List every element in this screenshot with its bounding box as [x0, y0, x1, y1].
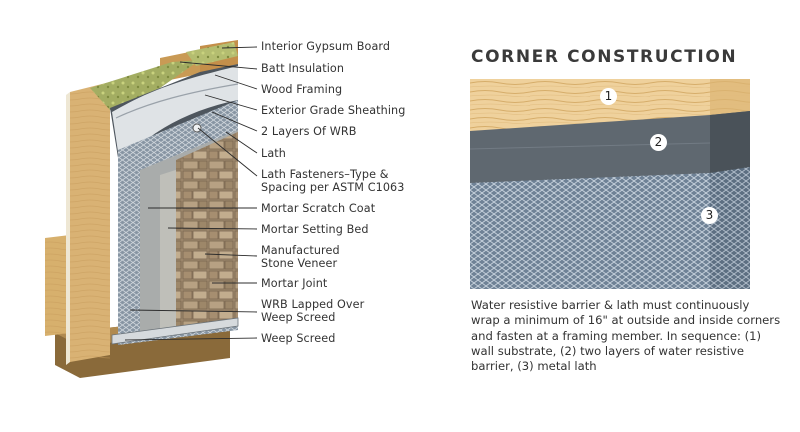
corner-construction-title: CORNER CONSTRUCTION	[471, 47, 737, 67]
callout-mortar-setting-bed: Mortar Setting Bed	[261, 223, 369, 236]
callout-lath: Lath	[261, 147, 286, 160]
marker-3: 3	[701, 207, 718, 224]
callout-two-layers-wrb: 2 Layers Of WRB	[261, 125, 357, 138]
callout-weep-screed: Weep Screed	[261, 332, 335, 345]
callout-lath-fasteners: Lath Fasteners–Type & Spacing per ASTM C…	[261, 168, 405, 194]
callout-manufactured-stone-veneer: Manufactured Stone Veneer	[261, 244, 340, 270]
callout-mortar-joint: Mortar Joint	[261, 277, 327, 290]
corner-construction-illustration	[470, 79, 750, 289]
callout-interior-gypsum-board: Interior Gypsum Board	[261, 40, 390, 53]
callout-wrb-lapped-over-weep-screed: WRB Lapped Over Weep Screed	[261, 298, 364, 324]
callout-batt-insulation: Batt Insulation	[261, 62, 344, 75]
marker-2: 2	[650, 134, 667, 151]
stone-veneer	[176, 132, 238, 330]
corner-construction-caption: Water resistive barrier & lath must cont…	[471, 298, 781, 374]
callout-mortar-scratch-coat: Mortar Scratch Coat	[261, 202, 375, 215]
marker-1: 1	[600, 88, 617, 105]
callout-exterior-grade-sheathing: Exterior Grade Sheathing	[261, 104, 405, 117]
wall-section-illustration	[0, 0, 460, 432]
metal-lath-layer	[470, 167, 750, 289]
gypsum-board	[66, 92, 70, 365]
callout-wood-framing: Wood Framing	[261, 83, 342, 96]
